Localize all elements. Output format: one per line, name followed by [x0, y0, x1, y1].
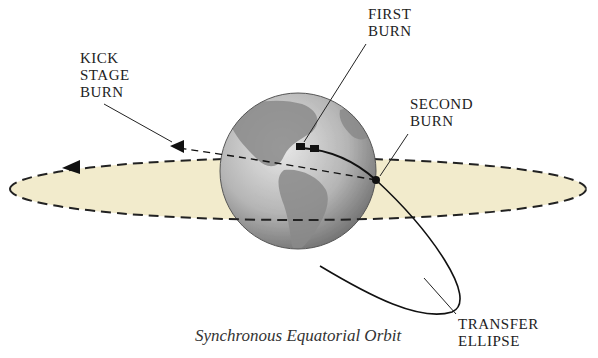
first-burn-marker — [310, 145, 319, 152]
orbit-plane-front — [10, 189, 586, 220]
leader-line — [380, 134, 408, 176]
transfer-ellipse-back — [178, 148, 376, 180]
kick-stage-marker — [170, 140, 184, 153]
synchronous-orbit-front — [10, 189, 586, 220]
transfer-ellipse-label: TRANSFER ELLIPSE — [458, 316, 539, 350]
figure-caption: Synchronous Equatorial Orbit — [195, 326, 401, 346]
transfer-ellipse-front — [320, 180, 460, 314]
second-burn-marker — [372, 176, 380, 184]
earth-globe — [220, 93, 376, 250]
first-burn-label: FIRST BURN — [368, 6, 412, 40]
leader-line — [104, 104, 172, 142]
second-burn-label: SECOND BURN — [410, 96, 473, 130]
orbit-arrow — [62, 160, 80, 174]
kick-stage-burn-label: KICK STAGE BURN — [80, 50, 130, 101]
leader-line — [424, 278, 456, 314]
parking-orbit-path — [302, 148, 376, 180]
first-burn-marker — [296, 143, 305, 150]
leader-line — [304, 44, 366, 142]
